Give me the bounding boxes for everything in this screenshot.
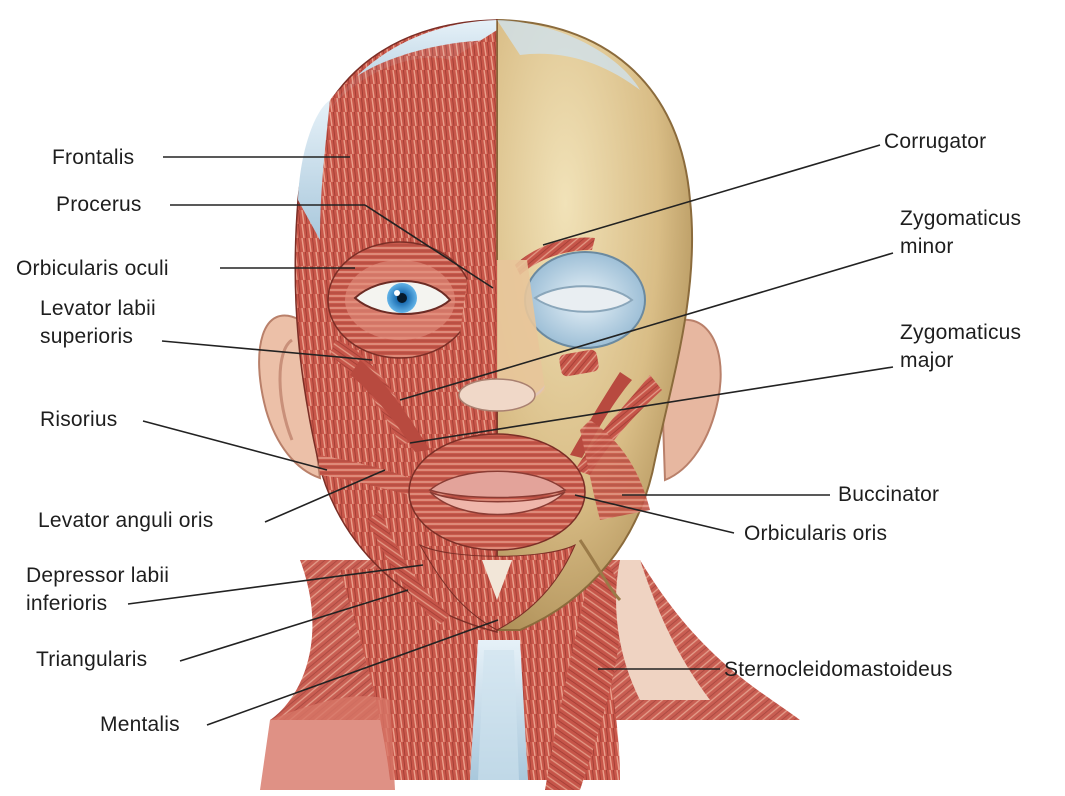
label-mentalis: Mentalis xyxy=(100,712,180,737)
label-procerus: Procerus xyxy=(56,192,142,217)
label-buccinator: Buccinator xyxy=(838,482,939,507)
label-levator-labii-superioris-line1: Levator labii xyxy=(40,295,156,323)
label-zygomaticus-major: Zygomaticus major xyxy=(900,319,1021,375)
label-zygomaticus-minor: Zygomaticus minor xyxy=(900,205,1021,261)
label-levator-labii-superioris: Levator labii superioris xyxy=(40,295,156,351)
label-sternocleidomastoideus: Sternocleidomastoideus xyxy=(724,657,953,682)
label-triangularis: Triangularis xyxy=(36,647,147,672)
label-orbicularis-oris: Orbicularis oris xyxy=(744,521,887,546)
label-risorius: Risorius xyxy=(40,407,117,432)
label-depressor-labii-inferioris: Depressor labii inferioris xyxy=(26,562,169,618)
label-orbicularis-oculi: Orbicularis oculi xyxy=(16,256,169,281)
label-frontalis: Frontalis xyxy=(52,145,134,170)
label-levator-anguli-oris: Levator anguli oris xyxy=(38,508,213,533)
label-depressor-labii-inferioris-line2: inferioris xyxy=(26,590,169,618)
label-levator-labii-superioris-line2: superioris xyxy=(40,323,156,351)
label-zygomaticus-minor-line1: Zygomaticus xyxy=(900,205,1021,233)
label-zygomaticus-major-line1: Zygomaticus xyxy=(900,319,1021,347)
label-depressor-labii-inferioris-line1: Depressor labii xyxy=(26,562,169,590)
label-zygomaticus-major-line2: major xyxy=(900,347,1021,375)
label-zygomaticus-minor-line2: minor xyxy=(900,233,1021,261)
label-corrugator: Corrugator xyxy=(884,129,986,154)
